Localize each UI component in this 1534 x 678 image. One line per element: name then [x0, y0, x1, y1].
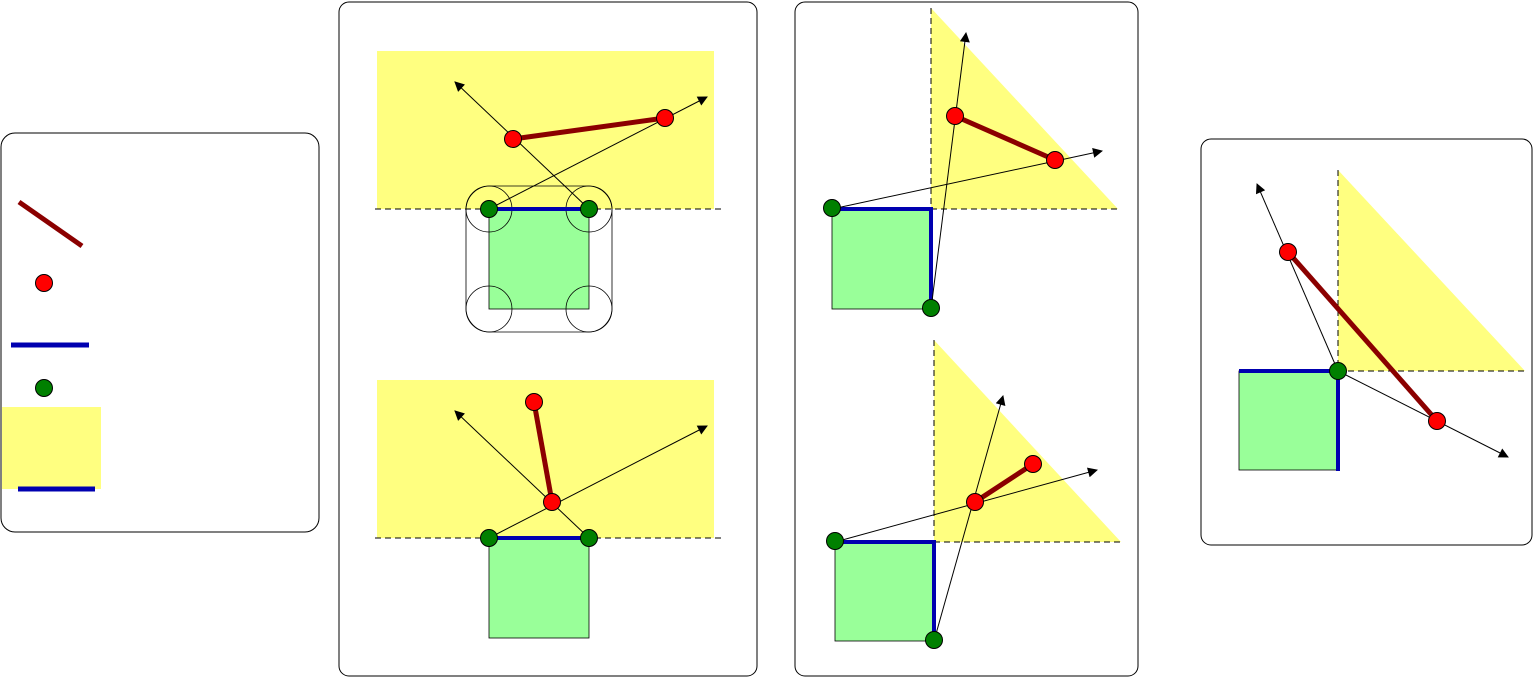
- dark-red-segment: [973, 461, 1035, 505]
- edge-case-figure-bottom: [375, 380, 725, 639]
- square-region: [1238, 370, 1339, 471]
- green-point: [925, 631, 943, 649]
- ray-arrow: [930, 32, 970, 310]
- zone-region: [377, 51, 714, 209]
- red-point-icon: [35, 274, 53, 292]
- square-region: [488, 537, 590, 639]
- square-region: [488, 208, 590, 310]
- red-point: [504, 130, 522, 148]
- ray-arrow: [933, 395, 1006, 642]
- red-point: [1024, 455, 1042, 473]
- yellow-region-with-blue-edge-icon: [2, 407, 101, 492]
- edge-cases-panel: [338, 1, 758, 677]
- green-point: [480, 200, 498, 218]
- rounded-offset-outline: [465, 185, 613, 333]
- blue-corner-edge: [832, 207, 933, 309]
- corner-cases-panel: [794, 1, 1139, 677]
- corner-case-figure-top: [823, 8, 1118, 317]
- green-point: [480, 529, 498, 547]
- zone-region: [934, 340, 1121, 542]
- diagonal-case-figure: [1238, 170, 1525, 471]
- zone-region: [931, 8, 1118, 209]
- legend-panel: [0, 132, 320, 533]
- red-point: [1046, 151, 1064, 169]
- red-point: [525, 393, 543, 411]
- red-point: [946, 107, 964, 125]
- green-point: [823, 199, 841, 217]
- zone-region: [1338, 170, 1525, 371]
- red-point: [1428, 412, 1446, 430]
- ray-arrow: [488, 425, 708, 539]
- green-point: [580, 200, 598, 218]
- corner-case-figure-bottom: [826, 340, 1121, 649]
- green-point-icon: [35, 379, 53, 397]
- dark-red-segment: [512, 115, 666, 142]
- dark-red-segment: [953, 113, 1057, 163]
- ray-arrow: [1337, 370, 1509, 458]
- ray-arrow: [454, 81, 590, 210]
- dark-red-segment-icon: [17, 199, 84, 249]
- red-point: [1279, 243, 1297, 261]
- ray-arrow: [1255, 183, 1339, 372]
- corner-circle: [565, 285, 613, 333]
- diagonal-case-panel: [1200, 138, 1533, 546]
- red-point: [656, 109, 674, 127]
- dark-red-segment: [1286, 250, 1439, 423]
- green-point: [922, 299, 940, 317]
- green-point: [580, 529, 598, 547]
- edge-case-figure-top: [375, 51, 725, 333]
- red-point: [966, 493, 984, 511]
- yellow-region-swatch: [2, 407, 101, 489]
- square-region: [834, 541, 935, 642]
- green-point: [826, 532, 844, 550]
- corner-circle: [465, 285, 513, 333]
- blue-corner-edge: [835, 540, 936, 641]
- ray-arrow: [454, 410, 590, 539]
- red-point: [543, 493, 561, 511]
- square-region: [831, 208, 932, 310]
- green-point: [1329, 362, 1347, 380]
- ray-arrow: [834, 467, 1098, 543]
- dark-red-segment: [531, 401, 555, 503]
